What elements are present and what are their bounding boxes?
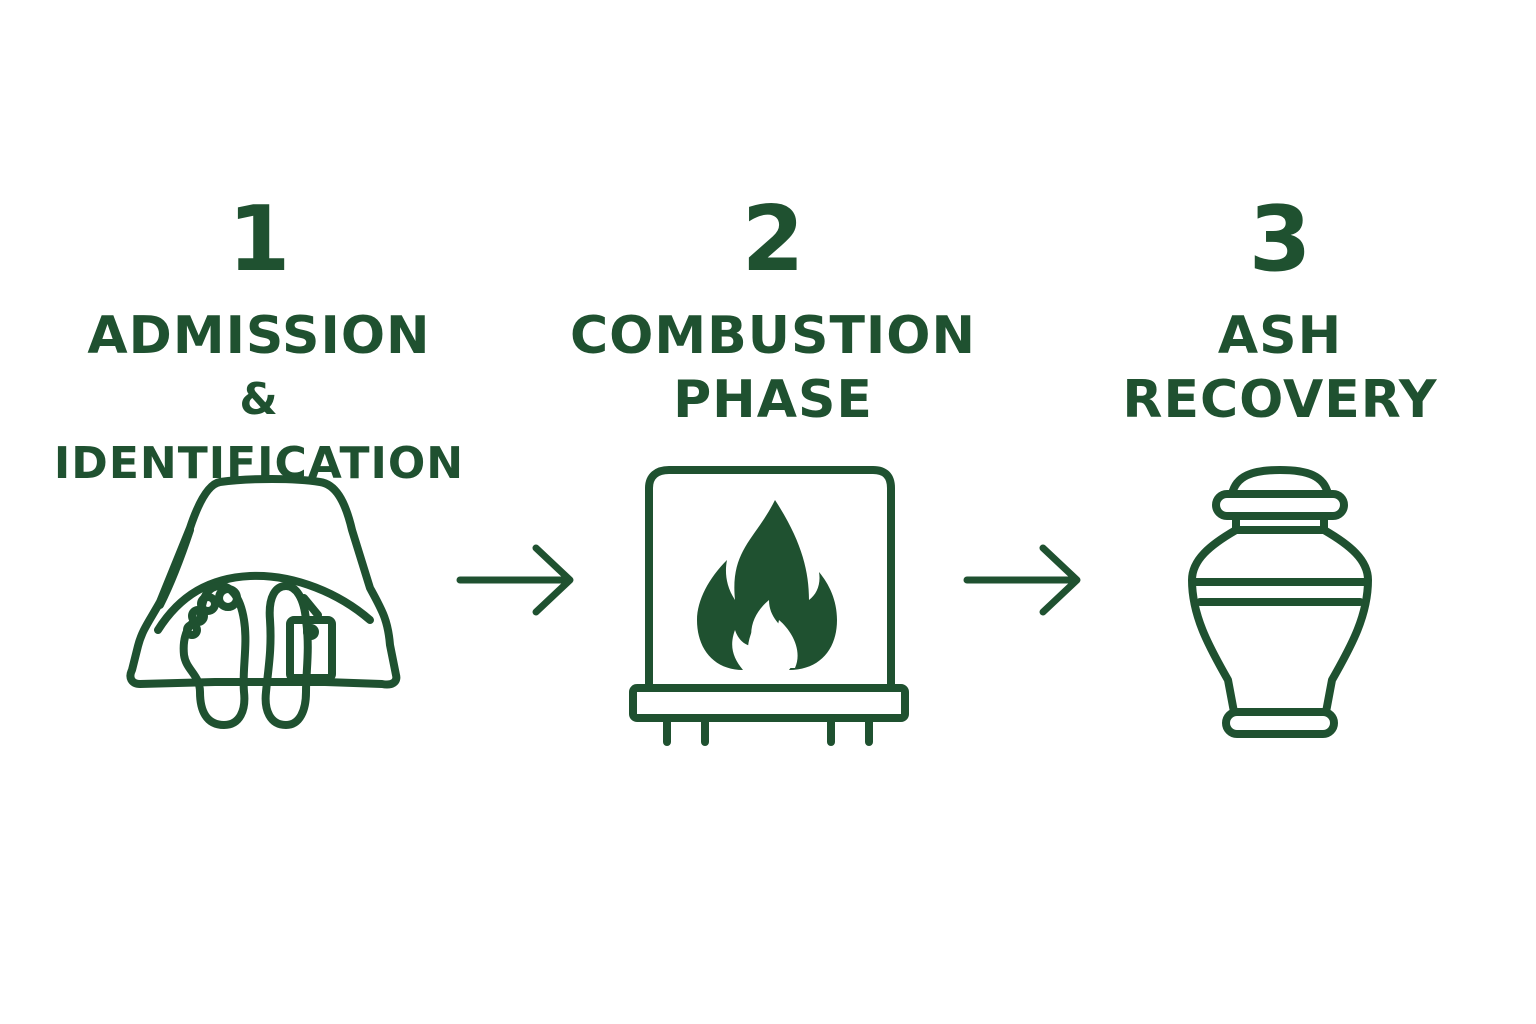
step-admission: 1 ADMISSION & IDENTIFICATION bbox=[29, 190, 489, 496]
arrow-right-icon bbox=[456, 544, 574, 616]
step-number: 2 bbox=[741, 187, 805, 292]
step-title-line1: ASH bbox=[1217, 306, 1343, 366]
arrow-right-icon bbox=[963, 544, 1081, 616]
cremation-chamber-flame-icon bbox=[629, 466, 909, 746]
step-combustion: 2 COMBUSTION PHASE bbox=[543, 190, 1003, 432]
step-title-line1: ADMISSION bbox=[87, 306, 431, 366]
step-number: 3 bbox=[1248, 187, 1312, 292]
step-title: ADMISSION & IDENTIFICATION bbox=[29, 304, 489, 496]
step-title-line1: COMBUSTION bbox=[570, 306, 976, 366]
step-ash-recovery: 3 ASH RECOVERY bbox=[1050, 190, 1510, 432]
step-title: COMBUSTION PHASE bbox=[543, 304, 1003, 432]
covered-body-toe-tag-icon bbox=[126, 475, 401, 729]
step-title: ASH RECOVERY bbox=[1050, 304, 1510, 432]
step-title-line2: PHASE bbox=[673, 370, 873, 430]
step-title-line2: RECOVERY bbox=[1122, 370, 1438, 430]
urn-icon bbox=[1188, 466, 1372, 738]
step-number: 1 bbox=[227, 187, 291, 292]
